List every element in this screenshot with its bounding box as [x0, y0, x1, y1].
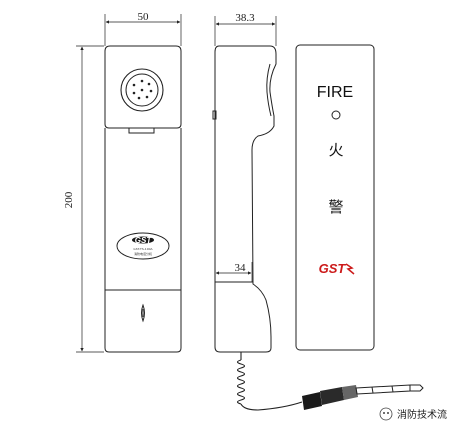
wechat-icon: [379, 407, 393, 421]
earpiece-holes: [132, 79, 153, 100]
jack-plug: [302, 384, 424, 410]
gst-logo: GST: [319, 261, 355, 276]
front-view: [76, 14, 182, 353]
side-view: [212, 16, 277, 353]
label-panel: [295, 44, 375, 351]
height-dimension-label: 200: [63, 191, 75, 208]
watermark: 消防技术流: [379, 407, 447, 421]
front-brand-text: GST: [135, 236, 153, 245]
watermark-text: 消防技术流: [397, 408, 447, 421]
front-label-model: GST-TS-100A: [133, 247, 153, 251]
front-label-logo: GST: [132, 236, 154, 245]
base-depth-label: 34: [235, 262, 247, 274]
indicator-light: [331, 110, 341, 120]
front-label-desc: 消防电话分机: [134, 251, 152, 256]
width-dimension-label: 50: [138, 11, 150, 23]
fire-label: FIRE: [317, 84, 353, 101]
fire-char: 火: [328, 141, 343, 159]
alarm-char: 警: [328, 198, 343, 216]
depth-dimension-label: 38.3: [235, 12, 255, 24]
coiled-cord: [236, 352, 303, 411]
panel-brand-text: GST: [319, 261, 347, 276]
